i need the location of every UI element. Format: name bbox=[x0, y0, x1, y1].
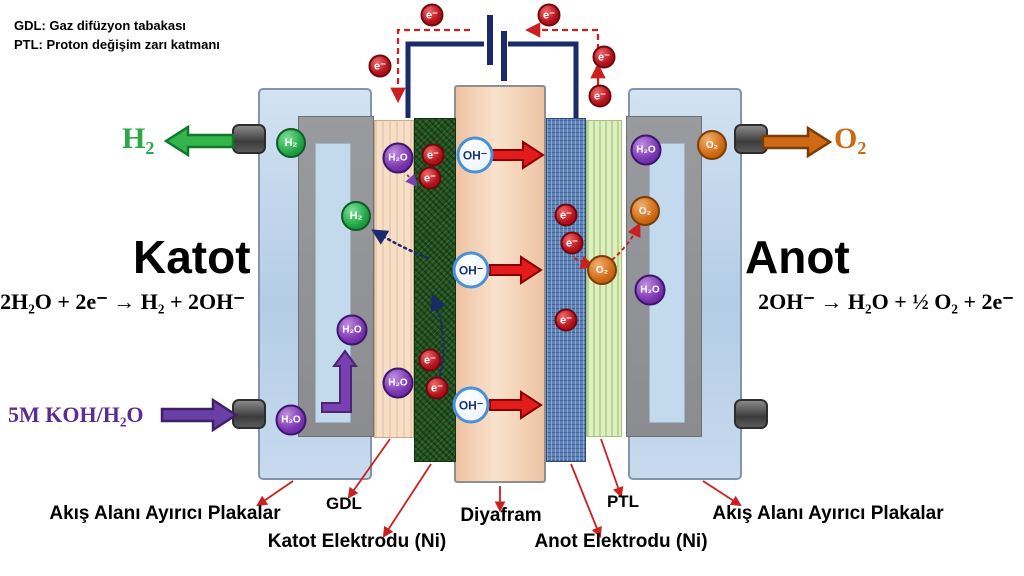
oxygen-gas-label: O₂ bbox=[834, 122, 867, 155]
legend-gdl: GDL: Gaz difüzyon tabakası bbox=[14, 18, 186, 33]
electron-particle: e⁻ bbox=[420, 3, 444, 27]
anode-bottom-port bbox=[734, 399, 768, 429]
diaphragm bbox=[454, 85, 546, 483]
left-flow-channel bbox=[315, 143, 351, 423]
label-diaphragm: Diyafram bbox=[460, 505, 542, 526]
label-left-separator-plate: Akış Alanı Ayırıcı Plakalar bbox=[49, 503, 281, 524]
anode-gas-port bbox=[734, 124, 768, 154]
gdl-layer bbox=[374, 120, 414, 438]
label-anode-electrode: Anot Elektrodu (Ni) bbox=[534, 531, 708, 552]
anode-reaction: 2OH⁻ → H₂O + ½ O₂ + 2e⁻ bbox=[758, 289, 1014, 314]
label-cathode-electrode: Katot Elektrodu (Ni) bbox=[267, 531, 447, 552]
hydrogen-gas-label: H₂ bbox=[122, 122, 155, 155]
koh-feed-arrow bbox=[160, 397, 239, 433]
cathode-title: Katot bbox=[133, 231, 251, 283]
cathode-reaction: 2H₂O + 2e⁻ → H₂ + 2OH⁻ bbox=[0, 289, 245, 314]
electron-particle: e⁻ bbox=[368, 54, 392, 78]
electron-particle: e⁻ bbox=[592, 45, 616, 69]
anode-electrode bbox=[546, 118, 586, 462]
cathode-feed-port bbox=[232, 399, 266, 429]
ptl-layer bbox=[586, 120, 622, 437]
label-gdl: GDL bbox=[326, 494, 362, 513]
legend: GDL: Gaz difüzyon tabakası PTL: Proton d… bbox=[14, 16, 220, 54]
electron-particle: e⁻ bbox=[537, 3, 561, 27]
oxygen-out-arrow bbox=[761, 125, 833, 159]
label-right-separator-plate: Akış Alanı Ayırıcı Plakalar bbox=[712, 503, 944, 524]
right-flow-channel bbox=[649, 143, 685, 423]
cathode-electrode bbox=[414, 118, 456, 462]
hydrogen-out-arrow bbox=[163, 124, 235, 158]
koh-feed-label: 5M KOH/H₂O bbox=[8, 402, 144, 427]
electron-particle: e⁻ bbox=[588, 84, 612, 108]
label-ptl: PTL bbox=[606, 492, 640, 511]
legend-ptl: PTL: Proton değişim zarı katmanı bbox=[14, 37, 220, 52]
cathode-gas-port bbox=[232, 124, 266, 154]
anode-title: Anot bbox=[745, 231, 850, 283]
